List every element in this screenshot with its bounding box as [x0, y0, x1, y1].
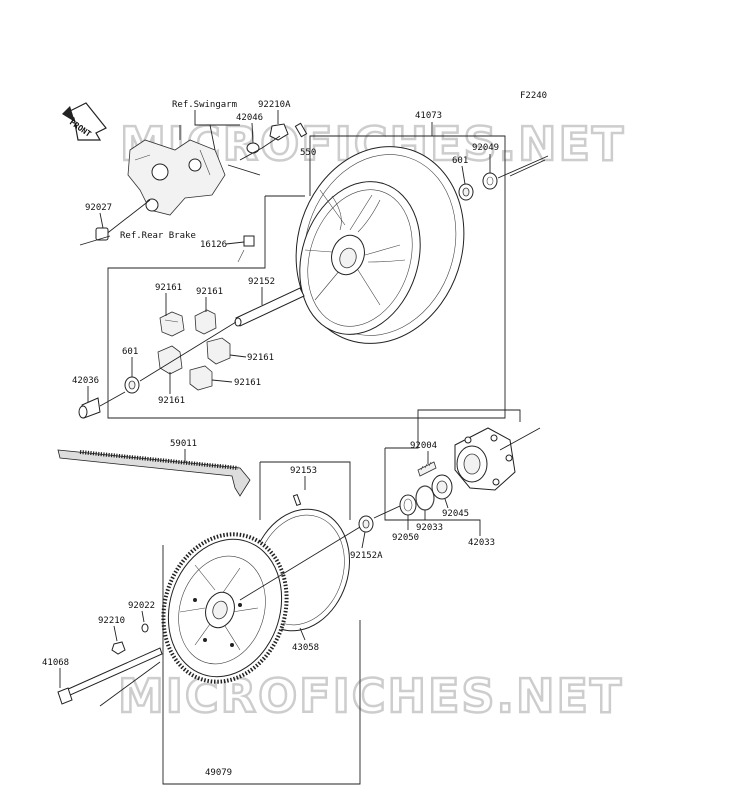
ref-swingarm-label: Ref.Swingarm — [172, 100, 237, 110]
spacer-bore — [362, 519, 370, 529]
leader-line — [461, 165, 466, 185]
leader-line — [104, 199, 151, 236]
label-92210: 92210 — [98, 616, 125, 626]
label-92152A: 92152A — [350, 551, 383, 561]
label-550: 550 — [300, 148, 316, 158]
part-92210 — [111, 641, 126, 655]
label-92161-b: 92161 — [196, 287, 223, 297]
leader-line — [432, 135, 506, 150]
label-92153: 92153 — [290, 466, 317, 476]
leader-line — [194, 110, 240, 126]
ref-rear-brake-label: Ref.Rear Brake — [120, 231, 196, 241]
label-49079: 49079 — [205, 768, 232, 778]
part-16126 — [243, 235, 255, 247]
bearing-bore — [436, 480, 448, 494]
leader-line — [444, 498, 449, 509]
label-43058: 43058 — [292, 643, 319, 653]
seal-lip — [403, 498, 413, 512]
label-92050: 92050 — [392, 533, 419, 543]
label-42036: 42036 — [72, 376, 99, 386]
leader-line — [99, 212, 104, 229]
axis-line — [99, 427, 541, 707]
leader-line — [251, 122, 254, 144]
leader-line — [211, 379, 233, 383]
label-92161-a: 92161 — [155, 283, 182, 293]
leader-line — [361, 531, 366, 549]
part-92161-b — [194, 309, 217, 335]
label-92004: 92004 — [410, 441, 437, 451]
part-41068-rear-axle — [57, 647, 163, 705]
leader-line — [229, 354, 247, 358]
part-92161-c — [157, 345, 183, 375]
leader-line — [79, 235, 111, 246]
part-92022 — [141, 623, 149, 633]
watermark-bottom: MICROFICHES.NET — [118, 669, 623, 723]
label-41068: 41068 — [42, 658, 69, 668]
part-92050 — [399, 494, 417, 516]
wheel-assembly-outline — [107, 150, 506, 419]
figure-code: F2240 — [520, 91, 547, 101]
label-41073: 41073 — [415, 111, 442, 121]
part-59011-drive-belt — [57, 449, 251, 497]
label-92210A: 92210A — [258, 100, 291, 110]
label-92027: 92027 — [85, 203, 112, 213]
label-16126: 16126 — [200, 240, 227, 250]
part-92152 — [234, 287, 305, 327]
label-92045: 92045 — [442, 509, 469, 519]
bearing-bore — [128, 380, 136, 390]
axis-line — [497, 155, 549, 179]
axis-line — [99, 321, 237, 407]
part-92027 — [95, 227, 109, 241]
part-92161-a — [159, 311, 185, 337]
leader-line — [113, 625, 118, 642]
part-92004 — [417, 461, 437, 477]
pulley-assembly-outline — [162, 545, 361, 785]
part-92033 — [415, 485, 435, 511]
caliper-bracket — [127, 139, 226, 216]
hub-assembly-outline — [385, 409, 521, 449]
label-601-left: 601 — [122, 347, 138, 357]
leader-line — [225, 241, 245, 245]
leader-line — [309, 122, 433, 196]
label-92033: 92033 — [416, 523, 443, 533]
part-49079-rear-pulley — [161, 532, 289, 684]
part-42046 — [246, 142, 260, 154]
label-42046: 42046 — [236, 113, 263, 123]
part-92210A — [269, 123, 289, 141]
bearing-bore — [462, 187, 470, 197]
leader-line — [299, 627, 306, 641]
rear-wheel — [295, 146, 465, 344]
part-92049 — [482, 172, 498, 190]
part-92161-e — [189, 365, 213, 391]
label-92049: 92049 — [472, 143, 499, 153]
label-92152: 92152 — [248, 277, 275, 287]
label-92022: 92022 — [128, 601, 155, 611]
label-92161-c: 92161 — [247, 353, 274, 363]
hub-assembly-outline — [384, 448, 481, 536]
part-42036 — [78, 397, 101, 419]
leader-line — [179, 124, 216, 151]
leader-line — [239, 135, 281, 161]
label-59011: 59011 — [170, 439, 197, 449]
label-601-top: 601 — [452, 156, 468, 166]
part-550 — [294, 122, 308, 138]
label-42033: 42033 — [468, 538, 495, 548]
front-arrow-icon: FRONT — [62, 102, 107, 141]
leader-line — [141, 610, 145, 623]
leader-line — [227, 164, 261, 176]
label-92161-e: 92161 — [158, 396, 185, 406]
seal-bore — [486, 176, 494, 186]
part-92153 — [292, 493, 302, 507]
part-92161-d — [206, 337, 231, 365]
leader-line — [237, 249, 245, 263]
pulley-assembly-outline — [260, 461, 351, 520]
final-drive-hub — [454, 427, 516, 491]
label-92161-d: 92161 — [234, 378, 261, 388]
